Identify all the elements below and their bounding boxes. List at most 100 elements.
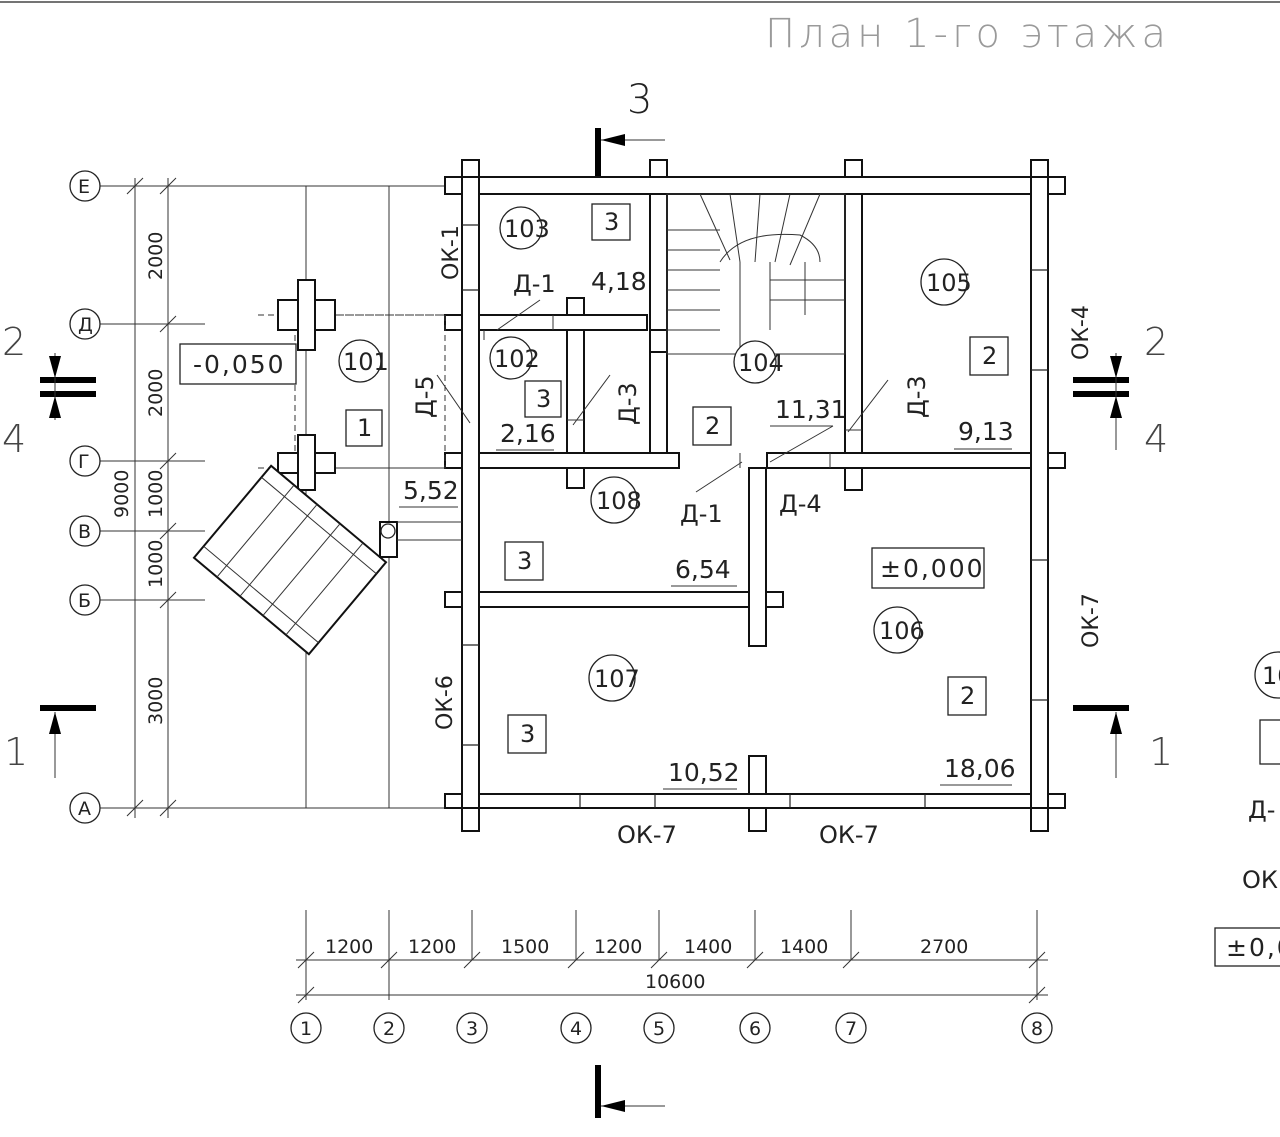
room-number-101: 101 bbox=[343, 348, 389, 376]
label-ok7-bottom-left: ОК-7 bbox=[617, 821, 677, 849]
room-mark-103: 3 bbox=[604, 208, 619, 236]
label-d4: Д-4 bbox=[779, 490, 822, 518]
dim-bottom-3: 1500 bbox=[501, 936, 549, 958]
label-d3-right: Д-3 bbox=[903, 375, 931, 418]
room-number-106: 106 bbox=[879, 617, 925, 645]
axis-D: Д bbox=[78, 314, 93, 336]
room-103: 103 3 4,18 bbox=[499, 203, 647, 296]
room-number-103: 103 bbox=[504, 215, 550, 243]
room-number-107: 107 bbox=[594, 665, 640, 693]
legend-window: ОК bbox=[1242, 866, 1278, 894]
room-105: 105 2 9,13 bbox=[920, 258, 1014, 450]
room-number-108: 108 bbox=[596, 487, 642, 515]
legend-partial: 10 Д- ОК ±0,0 bbox=[1214, 651, 1280, 967]
label-d1-lower: Д-1 bbox=[680, 500, 723, 528]
label-ok4: ОК-4 bbox=[1069, 305, 1094, 360]
room-104: 104 2 11,31 bbox=[692, 340, 847, 463]
room-mark-101: 1 bbox=[357, 414, 372, 442]
axis-B: Б bbox=[78, 590, 91, 612]
dim-left-total: 9000 bbox=[111, 470, 133, 518]
section-mark-left-2-4: 2 4 bbox=[2, 320, 96, 461]
dim-left-3: 1000 bbox=[145, 470, 167, 518]
bottom-dimension-chain: 1200 1200 1500 1200 1400 1400 2700 10600 bbox=[296, 936, 1048, 1004]
room-mark-104: 2 bbox=[705, 412, 720, 440]
room-area-102: 2,16 bbox=[500, 419, 556, 448]
dim-bottom-7: 2700 bbox=[920, 936, 968, 958]
elevation-porch: -0,050 bbox=[179, 343, 297, 385]
window-openings bbox=[462, 224, 1048, 808]
axis-A: А bbox=[78, 798, 91, 820]
plan-title: План 1-го этажа bbox=[765, 11, 1170, 57]
axis-E: Е bbox=[78, 176, 90, 198]
room-mark-107: 3 bbox=[520, 720, 535, 748]
legend-elev: ±0,0 bbox=[1226, 933, 1280, 962]
left-dimension-chain: 2000 2000 1000 1000 3000 9000 bbox=[100, 177, 205, 818]
axis-bubbles-letters: Е Д Г В Б А bbox=[69, 170, 101, 824]
porch-post bbox=[379, 521, 462, 558]
dim-bottom-2: 1200 bbox=[408, 936, 456, 958]
room-area-104: 11,31 bbox=[775, 395, 847, 424]
room-102: 102 3 2,16 bbox=[489, 336, 562, 451]
dim-bottom-total: 10600 bbox=[645, 971, 705, 993]
room-area-108: 6,54 bbox=[675, 555, 731, 584]
dim-left-5: 3000 bbox=[145, 677, 167, 725]
section-4-left-label: 4 bbox=[2, 417, 26, 461]
room-101: 101 1 bbox=[338, 339, 389, 447]
room-area-105: 9,13 bbox=[958, 417, 1014, 446]
label-ok6: ОК-6 bbox=[433, 675, 458, 730]
axis-3: 3 bbox=[466, 1018, 478, 1040]
section-1-right-label: 1 bbox=[1149, 730, 1173, 774]
label-d5: Д-5 bbox=[411, 375, 439, 418]
room-mark-108: 3 bbox=[517, 547, 532, 575]
label-ok1: ОК-1 bbox=[439, 225, 464, 280]
section-mark-left-1: 1 bbox=[4, 705, 96, 778]
axis-G: Г bbox=[78, 451, 90, 473]
section-2-left-label: 2 bbox=[2, 320, 26, 364]
axis-8: 8 bbox=[1031, 1018, 1043, 1040]
legend-door: Д- bbox=[1248, 796, 1275, 824]
section-4-right-label: 4 bbox=[1144, 417, 1168, 461]
porch-area: 5,52 bbox=[403, 476, 459, 505]
interior-walls bbox=[444, 159, 1066, 832]
dim-bottom-4: 1200 bbox=[594, 936, 642, 958]
section-mark-top: 3 bbox=[595, 77, 665, 180]
label-ok7-bottom-right: ОК-7 bbox=[819, 821, 879, 849]
dim-bottom-5: 1400 bbox=[684, 936, 732, 958]
legend-room: 10 bbox=[1262, 662, 1280, 690]
axis-V: В bbox=[78, 521, 91, 543]
dim-left-4: 1000 bbox=[145, 540, 167, 588]
elevation-floor: ±0,000 bbox=[871, 547, 985, 589]
interior-staircase bbox=[666, 193, 846, 355]
room-area-103: 4,18 bbox=[591, 267, 647, 296]
porch bbox=[258, 279, 446, 491]
room-108: 108 3 6,54 bbox=[504, 476, 737, 587]
room-mark-105: 2 bbox=[982, 342, 997, 370]
room-107: 107 3 10,52 bbox=[507, 654, 740, 790]
section-mark-right-2-4: 2 4 bbox=[1073, 320, 1168, 461]
elevation-porch-value: -0,050 bbox=[193, 350, 286, 379]
axis-2: 2 bbox=[383, 1018, 395, 1040]
axis-4: 4 bbox=[570, 1018, 582, 1040]
room-area-106: 18,06 bbox=[944, 754, 1016, 783]
label-d1-upper: Д-1 bbox=[513, 270, 556, 298]
section-1-left-label: 1 bbox=[4, 730, 28, 774]
room-mark-106: 2 bbox=[960, 682, 975, 710]
room-106: 106 2 18,06 bbox=[873, 606, 1016, 786]
elevation-floor-value: ±0,000 bbox=[880, 554, 985, 583]
label-d3-left: Д-3 bbox=[614, 382, 642, 425]
room-number-102: 102 bbox=[494, 345, 540, 373]
dim-left-2: 2000 bbox=[145, 369, 167, 417]
section-mark-bottom bbox=[595, 1065, 665, 1118]
exterior-walls bbox=[444, 159, 1066, 832]
dim-bottom-6: 1400 bbox=[780, 936, 828, 958]
axis-5: 5 bbox=[653, 1018, 665, 1040]
axis-6: 6 bbox=[749, 1018, 761, 1040]
dim-bottom-1: 1200 bbox=[325, 936, 373, 958]
room-mark-102: 3 bbox=[536, 385, 551, 413]
door-openings bbox=[483, 315, 862, 468]
room-area-107: 10,52 bbox=[668, 758, 740, 787]
section-mark-right-1: 1 bbox=[1073, 705, 1173, 778]
room-number-104: 104 bbox=[738, 349, 784, 377]
axis-bubbles-numbers: 1 2 3 4 5 6 7 8 bbox=[290, 1012, 1053, 1044]
